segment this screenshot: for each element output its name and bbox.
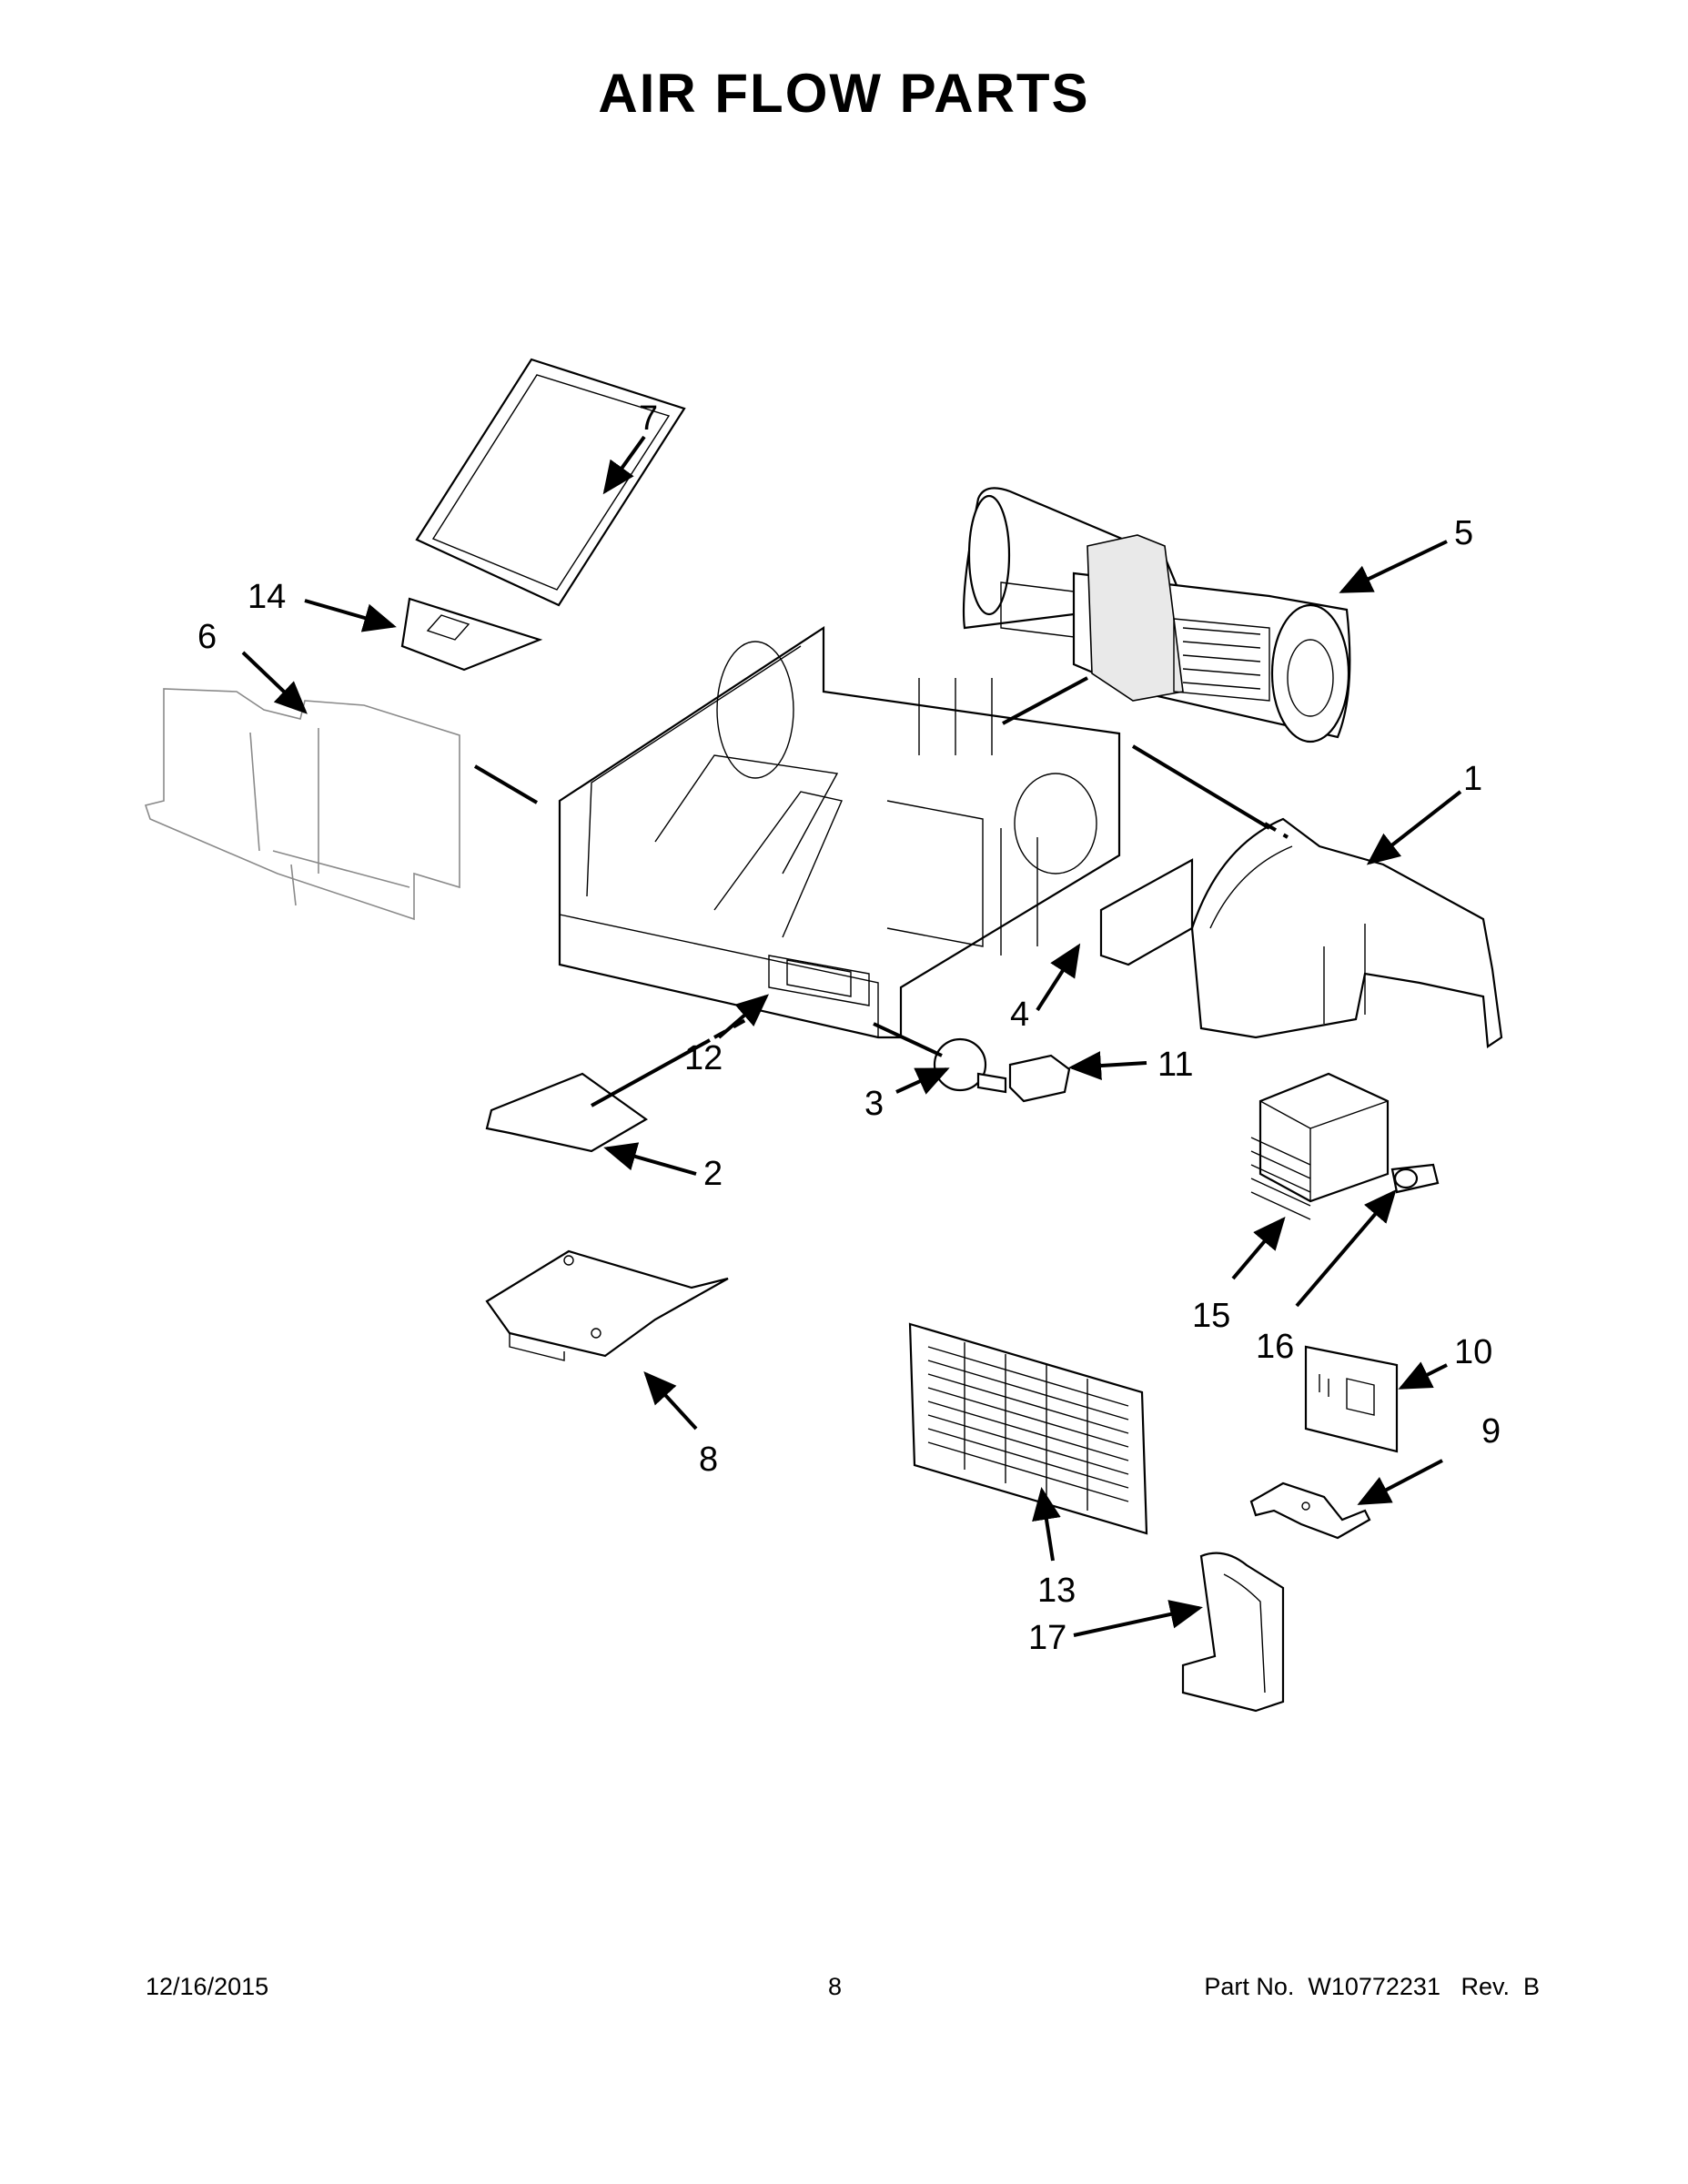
callout-3: 3 <box>864 1085 884 1123</box>
callout-2: 2 <box>703 1155 723 1193</box>
callout-7: 7 <box>639 399 658 438</box>
part-7-filter <box>415 358 686 607</box>
callout-9: 9 <box>1481 1412 1501 1451</box>
callout-10: 10 <box>1454 1333 1492 1371</box>
page-title: AIR FLOW PARTS <box>598 63 1090 124</box>
part-17-vent <box>1181 1552 1285 1713</box>
footer-part-number: Part No. W10772231 Rev. B <box>1204 1973 1540 2000</box>
callout-13: 13 <box>1037 1572 1076 1610</box>
part-2-cover <box>485 1072 649 1153</box>
part-3-lamp <box>933 1037 1007 1094</box>
callout-labels: 7 5 14 6 1 4 11 12 3 2 15 16 10 9 8 13 1… <box>197 399 1501 1657</box>
callout-16: 16 <box>1256 1328 1294 1366</box>
callout-8: 8 <box>699 1441 718 1479</box>
part-16-thermostat <box>1390 1163 1440 1194</box>
callout-6: 6 <box>197 618 217 656</box>
callout-12: 12 <box>684 1039 723 1077</box>
part-10-board <box>1304 1345 1399 1453</box>
part-6-air-guide <box>144 688 460 921</box>
part-13-grille <box>908 1322 1148 1535</box>
part-8-bracket <box>485 1249 729 1361</box>
callout-4: 4 <box>1010 996 1029 1034</box>
callout-arrows <box>241 435 1462 1637</box>
callout-1: 1 <box>1463 760 1482 798</box>
footer-date: 12/16/2015 <box>146 1973 269 2000</box>
callout-5: 5 <box>1454 514 1473 552</box>
part-5-blower <box>962 487 1351 743</box>
part-4-panel <box>1099 858 1194 966</box>
callout-11: 11 <box>1157 1046 1193 1084</box>
callout-14: 14 <box>248 578 286 616</box>
part-14-plate <box>400 597 543 672</box>
callout-15: 15 <box>1192 1297 1230 1335</box>
part-9-bracket <box>1249 1481 1371 1540</box>
footer-page-number: 8 <box>828 1973 843 2000</box>
callout-17: 17 <box>1028 1619 1066 1657</box>
part-11-lamp-socket <box>1008 1054 1071 1103</box>
part-15-transformer <box>1250 1072 1390 1220</box>
part-1-duct <box>1190 817 1503 1048</box>
main-chassis <box>558 625 1121 1039</box>
